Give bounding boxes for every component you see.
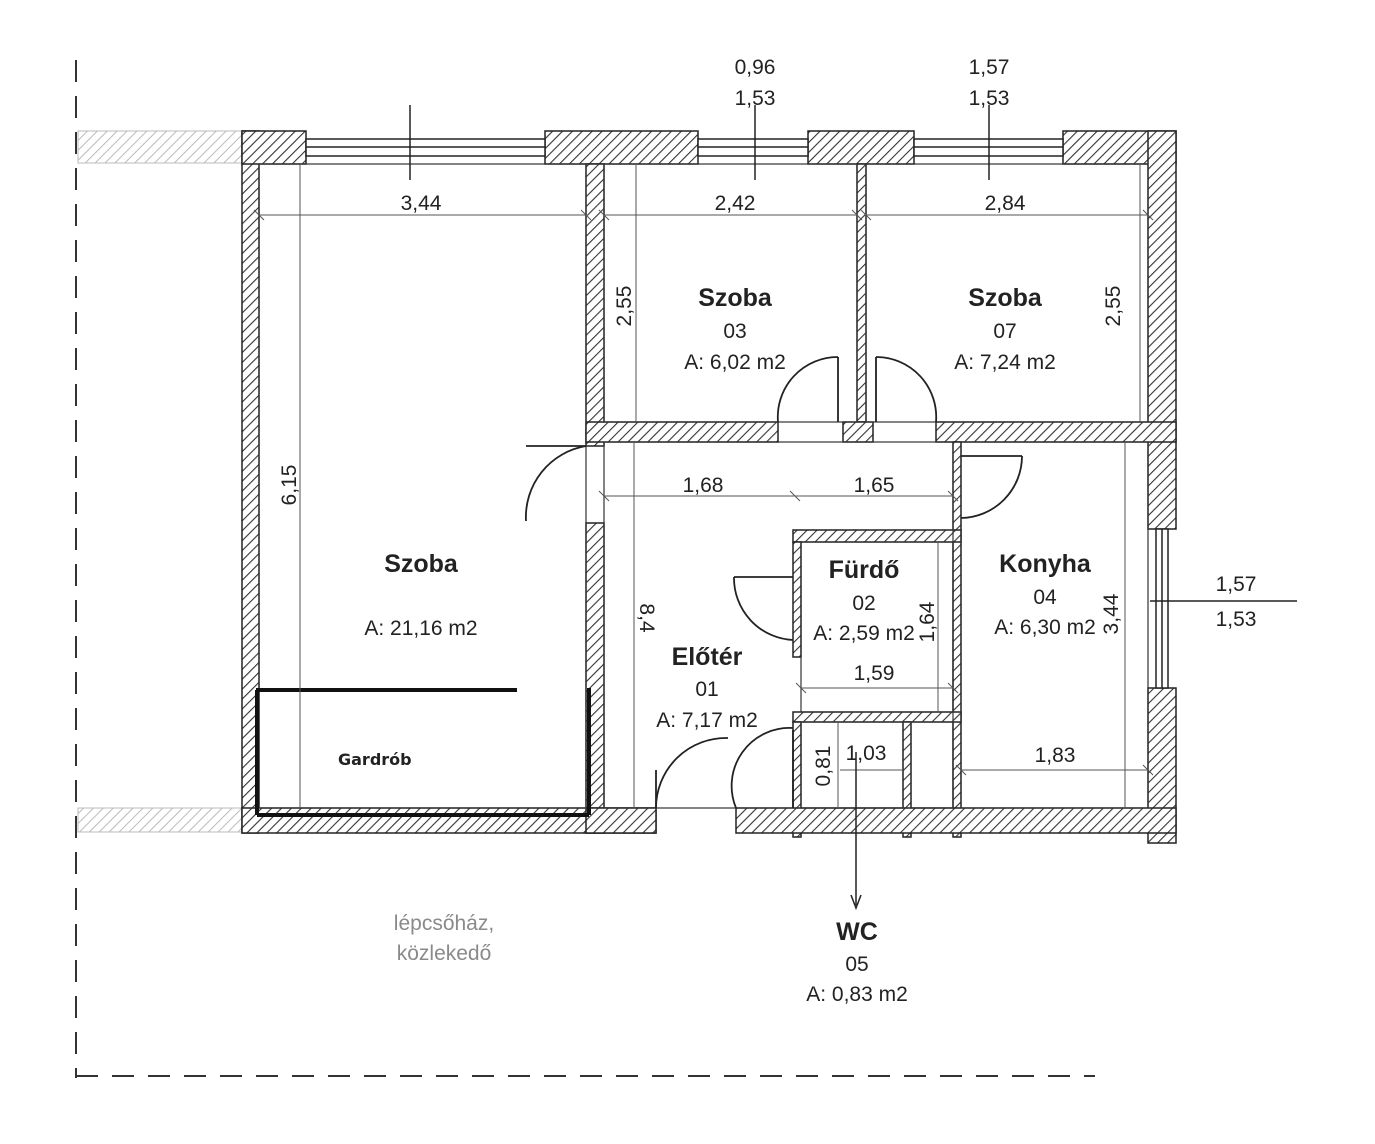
walls <box>241 130 1177 844</box>
window2-width: 1,57 <box>969 56 1010 79</box>
room07-name: Szoba <box>968 284 1043 312</box>
window1-height: 1,53 <box>735 87 776 110</box>
dimension-ticks <box>253 209 1154 776</box>
konyha-area: A: 6,30 m2 <box>994 616 1096 639</box>
gardrob-label: Gardrób <box>338 750 412 769</box>
outside-label-line1: lépcsőház, <box>394 912 494 935</box>
bath-width-label: 1,59 <box>854 662 895 685</box>
neighbor-wall <box>77 130 243 833</box>
room-main-name: Szoba <box>384 550 459 578</box>
wc-name: WC <box>836 918 878 946</box>
window1-width: 0,96 <box>735 56 776 79</box>
room07-height-label: 2,55 <box>1102 286 1125 327</box>
wc-height-label: 0,81 <box>812 746 835 787</box>
eloter-number: 01 <box>695 678 718 701</box>
main-width-label: 3,44 <box>401 192 442 215</box>
doors <box>525 356 1023 809</box>
hall-height-label: 8,4 <box>635 603 658 633</box>
room07-width-label: 2,84 <box>985 192 1026 215</box>
room03-name: Szoba <box>698 284 773 312</box>
room07-number: 07 <box>993 320 1016 343</box>
property-boundary <box>75 60 1095 1078</box>
eloter-name: Előtér <box>672 643 743 671</box>
main-height-label: 6,15 <box>278 465 301 506</box>
window3-width: 1,57 <box>1216 573 1257 596</box>
hall-right-label: 1,65 <box>854 474 895 497</box>
room07-area: A: 7,24 m2 <box>954 351 1056 374</box>
bath-height-label: 1,64 <box>916 601 939 642</box>
window3-height: 1,53 <box>1216 608 1257 631</box>
kitchen-height-label: 3,44 <box>1100 593 1123 634</box>
room03-height-label: 2,55 <box>613 286 636 327</box>
furdo-number: 02 <box>852 592 875 615</box>
gardrob-divider <box>255 688 591 817</box>
dimension-lines <box>259 105 1297 911</box>
room-outlines <box>258 163 1149 809</box>
konyha-number: 04 <box>1033 586 1057 609</box>
room-main-area: A: 21,16 m2 <box>364 617 477 640</box>
wc-area: A: 0,83 m2 <box>806 983 908 1006</box>
window2-height: 1,53 <box>969 87 1010 110</box>
windows <box>305 138 1169 689</box>
furdo-name: Fürdő <box>829 556 900 584</box>
furdo-area: A: 2,59 m2 <box>813 622 915 645</box>
room03-number: 03 <box>723 320 746 343</box>
kitchen-width-label: 1,83 <box>1035 744 1076 767</box>
eloter-area: A: 7,17 m2 <box>656 709 758 732</box>
outside-label-line2: közlekedő <box>397 942 492 965</box>
hall-left-label: 1,68 <box>683 474 724 497</box>
konyha-name: Konyha <box>999 550 1092 578</box>
wc-width-label: 1,03 <box>846 742 887 765</box>
room03-area: A: 6,02 m2 <box>684 351 786 374</box>
wc-number: 05 <box>845 953 868 976</box>
room03-width-label: 2,42 <box>715 192 756 215</box>
